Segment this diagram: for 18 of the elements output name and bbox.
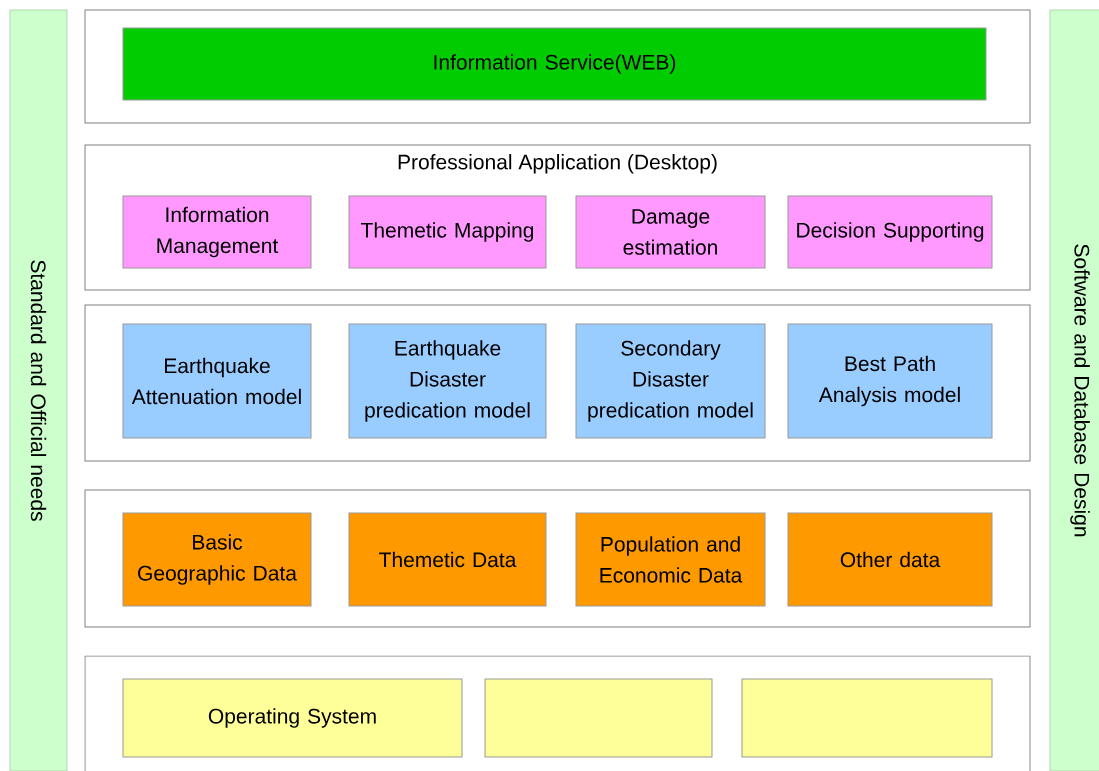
data-box: Basic Geographic Data xyxy=(122,512,312,607)
application-box: Decision Supporting xyxy=(787,195,993,269)
model-box: Earthquake Disaster predication model xyxy=(348,323,547,439)
application-box: Themetic Mapping xyxy=(348,195,547,269)
application-box: Information Management xyxy=(122,195,312,269)
data-box: Population and Economic Data xyxy=(575,512,766,607)
platform-box: Operating System xyxy=(122,678,463,758)
platform-box xyxy=(484,678,713,758)
side-band: Software and Database Design xyxy=(1049,9,1099,771)
model-box: Earthquake Attenuation model xyxy=(122,323,312,439)
model-box: Secondary Disaster predication model xyxy=(575,323,766,439)
service-bar: Information Service(WEB) xyxy=(122,27,987,101)
data-box: Other data xyxy=(787,512,993,607)
side-band: Standard and Official needs xyxy=(9,9,68,771)
application-box: Damage estimation xyxy=(575,195,766,269)
data-box: Themetic Data xyxy=(348,512,547,607)
model-box: Best Path Analysis model xyxy=(787,323,993,439)
platform-box xyxy=(741,678,993,758)
